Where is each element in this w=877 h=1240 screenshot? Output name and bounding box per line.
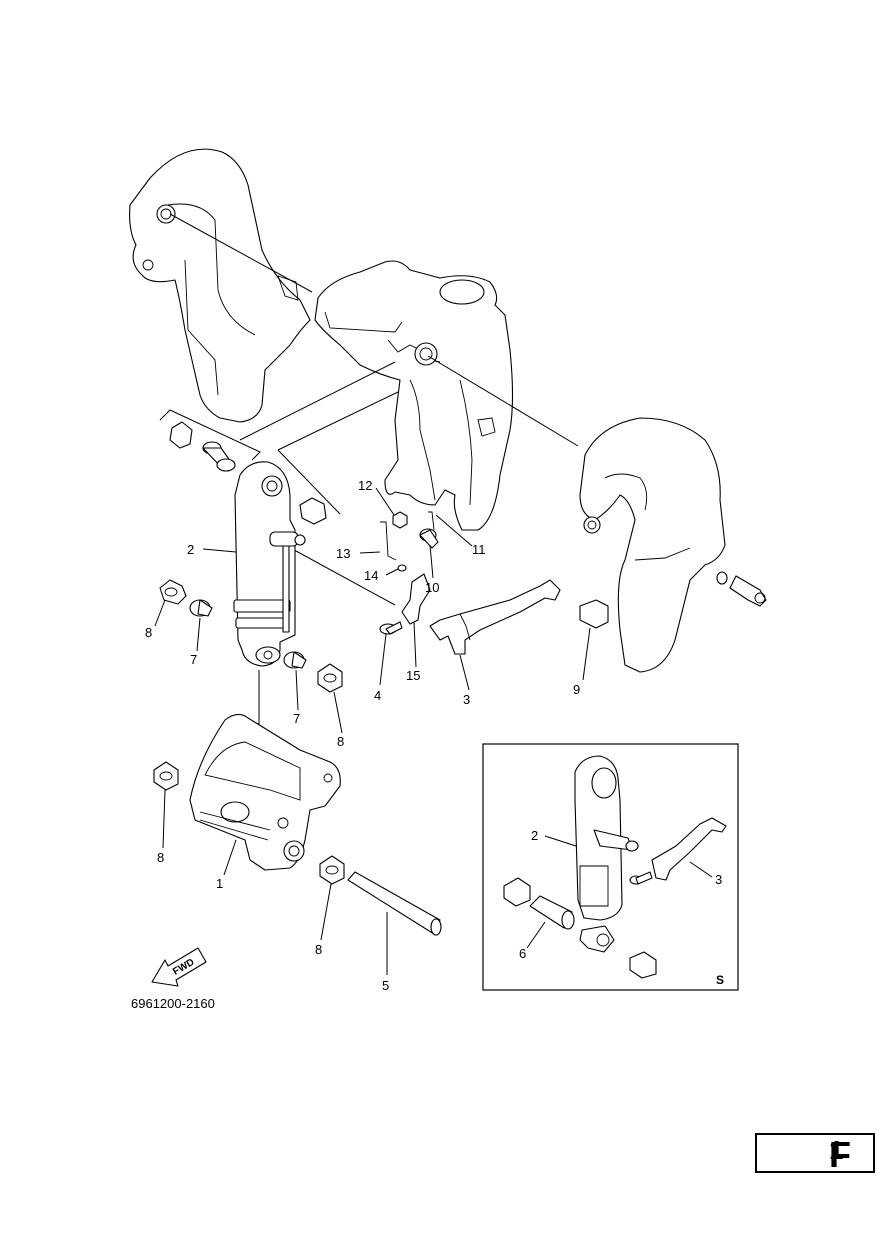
right-bolt-washer bbox=[716, 571, 767, 607]
rubber-stopper bbox=[579, 599, 609, 629]
center-swivel-bracket-outline bbox=[314, 260, 514, 531]
callout-9: 9 bbox=[573, 682, 580, 697]
inset-variant-label: S bbox=[716, 973, 724, 987]
tilt-lever bbox=[429, 579, 561, 655]
small-hardware-group bbox=[379, 511, 439, 635]
callout-8-lower-left: 8 bbox=[157, 850, 164, 865]
tilt-cylinder-assembly bbox=[233, 461, 306, 667]
callout-14: 14 bbox=[364, 568, 378, 583]
callout-10: 10 bbox=[425, 580, 439, 595]
callout-4: 4 bbox=[374, 688, 381, 703]
left-clamp-bracket-outline bbox=[129, 148, 311, 423]
right-clamp-bracket-outline bbox=[579, 417, 726, 673]
page-tag-number: 1 bbox=[829, 1135, 844, 1165]
inset-callout-2: 2 bbox=[531, 828, 538, 843]
page-tag-letter: F bbox=[829, 1134, 851, 1175]
callout-8-upper-left: 8 bbox=[145, 625, 152, 640]
callout-3: 3 bbox=[463, 692, 470, 707]
callout-12: 12 bbox=[358, 478, 372, 493]
callout-13: 13 bbox=[336, 546, 350, 561]
callout-8-lower-right: 8 bbox=[315, 942, 322, 957]
callout-2: 2 bbox=[187, 542, 194, 557]
diagram-part-code: 6961200-2160 bbox=[131, 996, 215, 1011]
callout-11: 11 bbox=[472, 542, 486, 557]
callout-8-upper-right: 8 bbox=[337, 734, 344, 749]
upper-bushing-parts bbox=[169, 421, 236, 472]
lower-clamp-bracket bbox=[189, 713, 341, 871]
callout-15: 15 bbox=[406, 668, 420, 683]
callout-1: 1 bbox=[216, 876, 223, 891]
inset-callout-6: 6 bbox=[519, 946, 526, 961]
callout-5: 5 bbox=[382, 978, 389, 993]
fwd-direction-arrow: FWD bbox=[151, 947, 207, 987]
inset-variant-box: 2 3 6 S bbox=[482, 743, 739, 991]
tilt-shaft bbox=[347, 871, 442, 936]
callout-7-right: 7 bbox=[293, 711, 300, 726]
fittings-group bbox=[153, 497, 345, 885]
callout-7-left: 7 bbox=[190, 652, 197, 667]
callout-numbers: 2 8 7 7 8 8 1 8 5 4 15 3 9 10 11 12 13 1… bbox=[145, 478, 580, 993]
inset-callout-3: 3 bbox=[715, 872, 722, 887]
callout-leader-lines bbox=[154, 487, 591, 975]
